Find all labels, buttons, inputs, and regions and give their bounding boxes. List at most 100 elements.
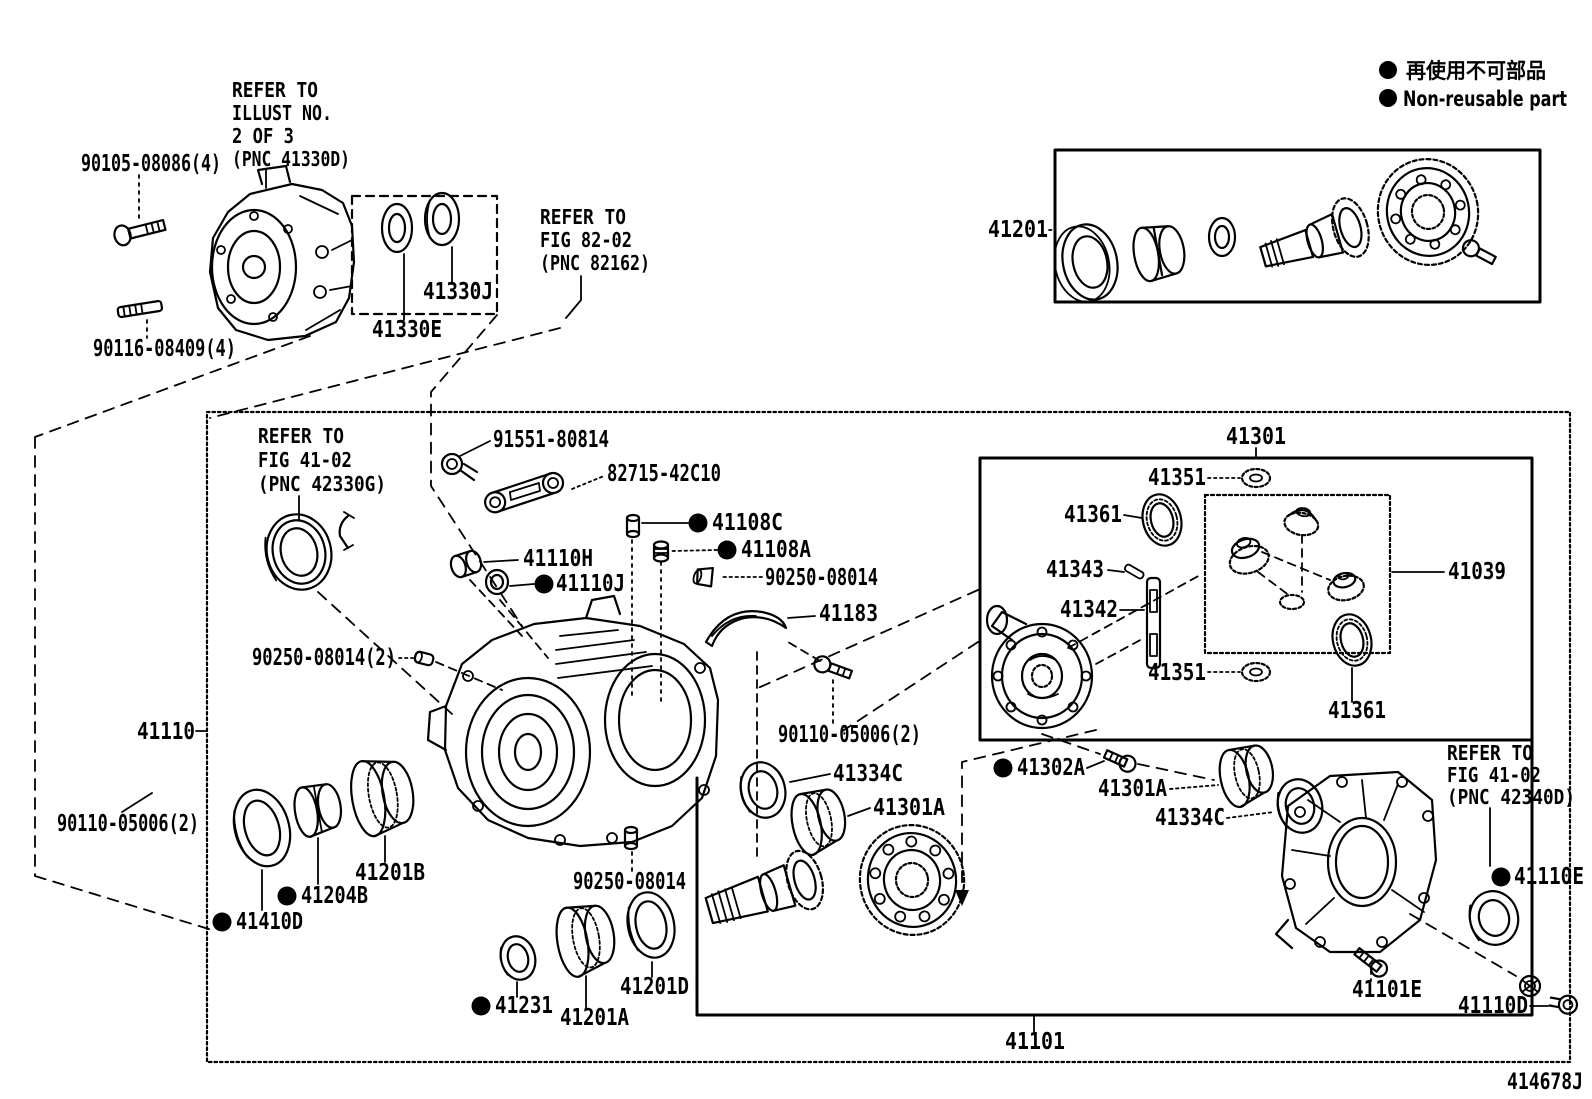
bolt-41101E-drawing <box>1353 947 1389 978</box>
spacer-41204B-drawing <box>293 783 343 838</box>
breather-pipe-drawing <box>338 511 355 551</box>
projection-line <box>209 327 561 419</box>
part-label-41330E: 41330E <box>372 317 442 343</box>
part-label-41334C-right: 41334C <box>1155 805 1225 831</box>
part-label-41101E: 41101E <box>1352 977 1422 1003</box>
part-label-90250-top: 90250-08014 <box>765 565 878 591</box>
note-fig82-line2: FIG 82-02 <box>540 228 632 252</box>
non-reusable-bullet-icon <box>277 886 297 906</box>
thrust-washer-41351-a-drawing <box>1240 467 1272 489</box>
carrier-cover-drawing <box>1274 770 1438 954</box>
frame-boxes <box>205 148 1572 1064</box>
part-label-41110D: 41110D <box>1458 993 1528 1019</box>
plug-41108A-drawing <box>652 540 670 563</box>
note-fig41-carrier-line2: FIG 41-02 <box>258 448 352 472</box>
drive-pinion-shaft-drawing <box>704 849 825 925</box>
part-label-41301A-right: 41301A <box>1098 776 1167 802</box>
part-label-41110H: 41110H <box>523 546 593 572</box>
bolt-41302A-drawing <box>1102 749 1137 773</box>
projection-line-arrowed <box>961 729 1097 893</box>
bearing-41201B-drawing <box>350 759 415 838</box>
part-label-41302A: 41302A <box>1017 755 1085 781</box>
note-fig82-line3: (PNC 82162) <box>540 251 650 275</box>
part-label-90110-center: 90110-05006(2) <box>778 722 921 748</box>
projection-line <box>1137 763 1215 781</box>
non-reusable-bullet-icon <box>688 513 708 533</box>
part-label-82715: 82715-42C10 <box>607 461 721 487</box>
note-illust-line4: (PNC 41330D) <box>232 147 350 171</box>
side-oil-seal-42330G-drawing <box>264 513 333 591</box>
projection-line <box>1095 637 1145 665</box>
bolt-91551-drawing <box>440 452 479 482</box>
projection-line <box>1261 551 1331 581</box>
gear-kit-parts-drawing <box>1228 507 1365 611</box>
plug-41110H-drawing <box>449 549 483 579</box>
note-illust-line1: REFER TO <box>232 78 318 102</box>
note-fig41-cover-line2: FIG 41-02 <box>1447 763 1541 787</box>
part-label-41201D: 41201D <box>620 974 689 1000</box>
part-label-41334C-left: 41334C <box>833 761 903 787</box>
bearing-41301A-left-drawing <box>790 788 847 857</box>
projection-line <box>317 591 453 715</box>
bearing-41201A-drawing <box>555 904 616 978</box>
part-label-90110-left: 90110-05006(2) <box>57 811 199 837</box>
gear-kit-box-41039 <box>1203 493 1392 655</box>
part-label-41342: 41342 <box>1060 597 1118 623</box>
bolt-90110-center-drawing <box>813 655 854 680</box>
stud-90116-drawing <box>116 299 164 319</box>
plug-90250-top-drawing <box>692 566 714 588</box>
race-41334C-left-drawing <box>739 761 787 819</box>
nut-41110D-drawing <box>1518 974 1542 998</box>
seal-41231-drawing <box>499 935 537 981</box>
final-gear-kit-box-41201 <box>1053 148 1542 304</box>
projection-line <box>34 335 311 438</box>
plug-41108C-drawing <box>625 513 641 539</box>
part-label-41183: 41183 <box>819 601 878 627</box>
leader-lines <box>121 169 1549 1033</box>
part-label-41108C: 41108C <box>712 510 783 536</box>
bearing-41301A-right-drawing <box>1218 744 1275 809</box>
non-reusable-bullet-icon <box>1379 61 1397 79</box>
bearing-41361-a-drawing <box>1141 493 1183 547</box>
legend-english: Non-reusable part <box>1403 87 1567 111</box>
projection-line <box>499 599 549 659</box>
bracket-82715-drawing <box>484 471 565 514</box>
note-illust-line3: 2 OF 3 <box>232 124 294 148</box>
gasket-41110J-drawing <box>484 568 510 596</box>
note-fig41-cover-line1: REFER TO <box>1447 741 1533 765</box>
non-reusable-bullet-icon <box>1491 867 1511 887</box>
part-label-91551: 91551-80814 <box>493 427 609 453</box>
ring-gear-drawing <box>1376 158 1480 266</box>
projection-line <box>1257 571 1291 597</box>
projection-line <box>837 641 979 735</box>
race-41334C-right-drawing <box>1276 778 1324 834</box>
non-reusable-bullet-icon <box>471 996 491 1016</box>
note-fig82-line1: REFER TO <box>540 205 626 229</box>
part-label-90250-bottom: 90250-08014 <box>573 869 686 895</box>
part-label-41301: 41301 <box>1226 424 1286 450</box>
part-label-41201: 41201 <box>988 217 1048 243</box>
part-label-41204B: 41204B <box>301 883 368 909</box>
part-label-41351-b: 41351 <box>1148 660 1206 686</box>
oil-seal-41410D-drawing <box>232 788 292 868</box>
final-gear-kit-parts <box>1053 158 1497 303</box>
part-label-41110E: 41110E <box>1514 864 1584 890</box>
thrust-washer-41351-b-drawing <box>1240 661 1272 683</box>
non-reusable-bullet-icon <box>534 574 554 594</box>
projection-line <box>34 875 213 931</box>
projection-line <box>435 661 503 691</box>
race-41201D-drawing <box>626 891 676 959</box>
diff-case-drawing <box>985 604 1094 730</box>
part-label-41410D: 41410D <box>236 909 303 935</box>
part-label-41039: 41039 <box>1448 559 1506 585</box>
non-reusable-bullet-icon <box>717 540 737 560</box>
part-label-41108A: 41108A <box>741 537 811 563</box>
non-reusable-bullet-icon <box>1379 89 1397 107</box>
part-label-90105: 90105-08086(4) <box>81 151 221 177</box>
ring-gear-bolt <box>1461 239 1497 266</box>
straight-pin-41343-drawing <box>1124 563 1145 580</box>
note-illust-line2: ILLUST NO. <box>232 101 332 125</box>
projection-line <box>1067 573 1203 649</box>
projection-line <box>469 579 523 637</box>
bolt-41110D-drawing <box>1548 994 1579 1015</box>
